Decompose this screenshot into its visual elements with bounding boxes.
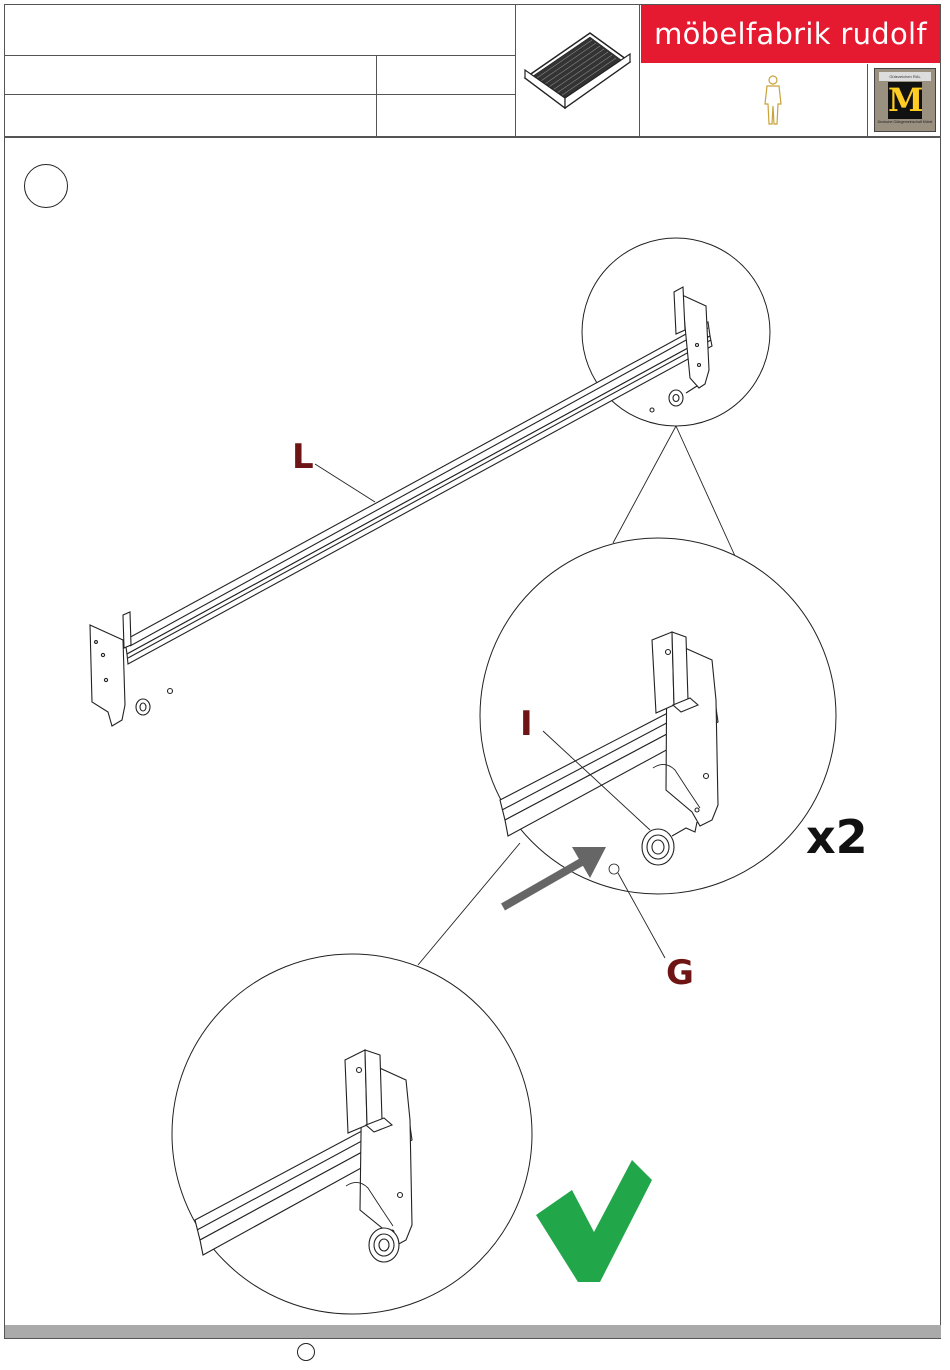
part-label-wheel: I (520, 704, 533, 744)
footer-bar (5, 1325, 941, 1338)
part-label-washer: G (666, 953, 694, 993)
quantity-label: x2 (806, 810, 868, 864)
part-label-rail: L (292, 437, 314, 477)
check-mark-icon (536, 1160, 652, 1282)
footer-circle (297, 1343, 315, 1361)
push-arrow-icon (503, 847, 606, 907)
detail-circle-bottom (172, 954, 532, 1314)
